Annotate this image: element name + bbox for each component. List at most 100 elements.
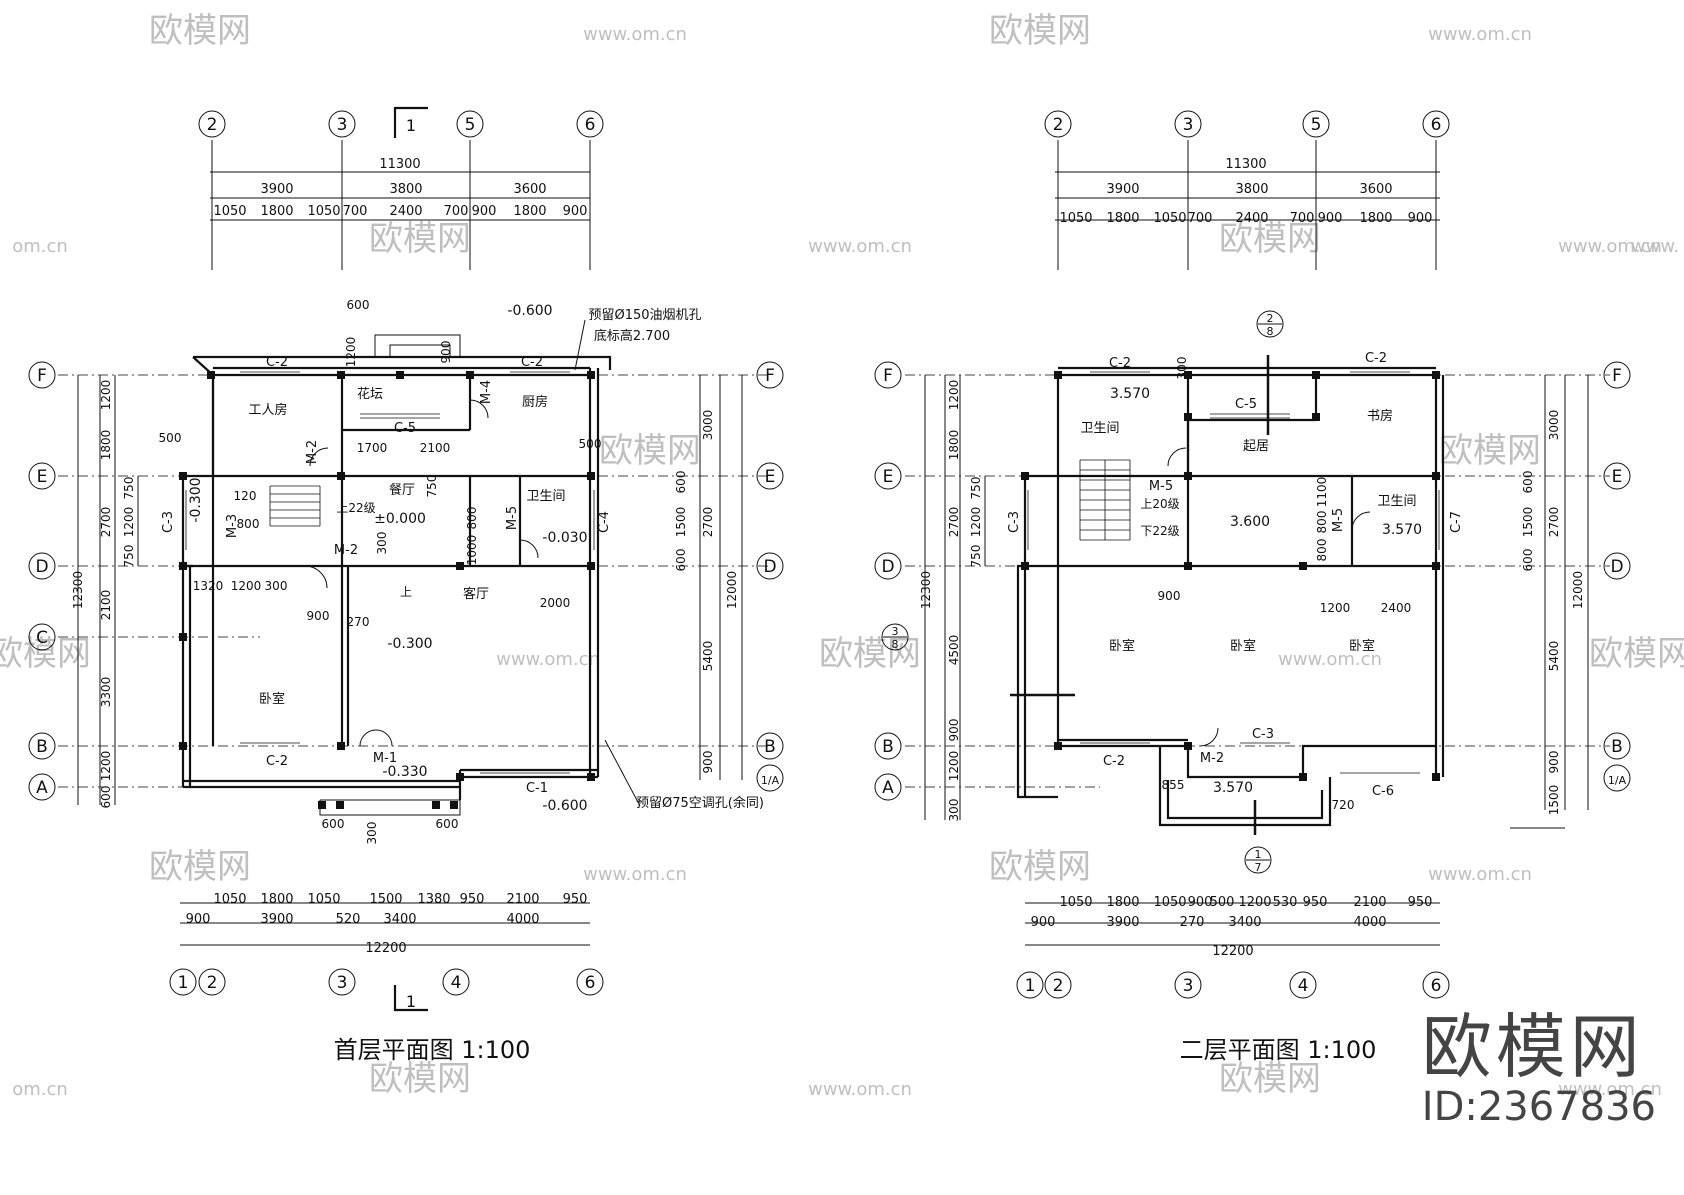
plan-title: 二层平面图 1:100	[1180, 1036, 1377, 1064]
row-axis-bubble: D	[874, 552, 902, 580]
level-label: -0.300	[387, 636, 432, 652]
opening-label: C-2	[266, 355, 288, 370]
dim-total: 11300	[379, 157, 420, 172]
row-axis-bubble: C	[28, 623, 56, 651]
axis-bubble-label: 1	[1025, 976, 1036, 996]
watermark-logo: 欧模网	[1219, 219, 1321, 259]
row-axis-bubble: F	[756, 361, 784, 389]
opening-label: C-3	[1007, 511, 1022, 533]
opening-label: C-7	[1449, 511, 1464, 533]
opening-label: C-2	[1103, 754, 1125, 769]
dim-text: 300	[1175, 357, 1189, 380]
dim-text: 3800	[1235, 182, 1268, 197]
axis-bubble-label: 2	[207, 115, 218, 135]
axis-bubble-label: 2	[1053, 976, 1064, 996]
dim-text: 300	[265, 579, 288, 593]
dim-text: 120	[234, 489, 257, 503]
dim-text: 1200	[1238, 895, 1271, 910]
dim-text: 2400	[1235, 211, 1268, 226]
opening-label: M-3	[225, 514, 240, 538]
level-label: 3.570	[1110, 386, 1150, 402]
watermark-logo: 欧模网	[1219, 1059, 1321, 1099]
dim-text: 2700	[99, 507, 113, 538]
brand-logo-text: 欧模网	[1421, 1006, 1644, 1088]
dim-text: 270	[1180, 915, 1205, 930]
watermark-logo: 欧模网	[989, 847, 1091, 887]
axis-bubble-label: 6	[585, 115, 596, 135]
dim-text: 1050	[1059, 211, 1092, 226]
dim-text: 1800	[947, 430, 961, 461]
dim-text: 950	[563, 892, 588, 907]
watermark-logo: 欧模网	[1439, 431, 1541, 471]
detail-index-mark-bottom: 8	[892, 638, 899, 651]
row-axis-bubble-label: B	[764, 737, 776, 757]
first-floor-plan	[58, 106, 768, 1012]
dim-text: 1800	[260, 204, 293, 219]
opening-label: C-6	[1372, 784, 1394, 799]
watermark-logo: 欧模网	[989, 11, 1091, 51]
axis-bubble-label: 3	[337, 115, 348, 135]
dim-text: 3600	[513, 182, 546, 197]
level-label: 3.600	[1230, 514, 1270, 530]
opening-label: M-4	[479, 380, 494, 404]
dim-text: 600	[1521, 471, 1535, 494]
axis-bubble-label: 6	[1431, 115, 1442, 135]
watermark-site: www.om.cn	[808, 236, 912, 257]
dim-total: 12300	[919, 571, 933, 609]
detail-index-mark-top: 2	[1267, 312, 1274, 325]
level-label: -0.600	[542, 798, 587, 814]
dim-text: 4000	[506, 912, 539, 927]
dim-text: 700	[444, 204, 469, 219]
note-text: 预留Ø75空调孔(余同)	[636, 795, 764, 811]
dim-text: 2000	[540, 596, 571, 610]
room-label: 卫生间	[1080, 421, 1119, 436]
detail-index-mark: 17	[1244, 846, 1272, 874]
dim-text: 900	[1408, 211, 1433, 226]
axis-bubble: 6	[576, 110, 604, 138]
dim-text: 500	[1210, 895, 1235, 910]
dim-text: 900	[1158, 589, 1181, 603]
watermark-site: www.om.cn	[583, 864, 687, 885]
dim-text: 270	[347, 615, 370, 629]
watermark-site: www.om.cn	[808, 1079, 912, 1100]
opening-label: C-5	[394, 421, 416, 436]
row-axis-bubble: E	[28, 462, 56, 490]
opening-label: M-2	[1200, 751, 1224, 766]
room-label: 卧室	[1349, 638, 1375, 654]
dim-text: 700	[343, 204, 368, 219]
plan-title: 首层平面图 1:100	[334, 1036, 531, 1064]
row-axis-bubble: A	[874, 773, 902, 801]
dim-text: 1500	[1521, 507, 1535, 538]
dim-text: 900	[186, 912, 211, 927]
row-axis-bubble: 1/A	[1603, 764, 1631, 792]
row-axis-bubble-label: C	[36, 628, 48, 648]
dim-total: 12000	[1571, 571, 1585, 609]
level-label: 3.570	[1382, 522, 1422, 538]
dim-text: 1050	[213, 892, 246, 907]
dim-text: 1200	[947, 751, 961, 782]
opening-label: C-5	[1235, 397, 1257, 412]
dim-text: 900	[701, 751, 715, 774]
dim-text: 1050	[213, 204, 246, 219]
dim-text: 2700	[701, 507, 715, 538]
dim-text: 950	[1408, 895, 1433, 910]
dim-text: 800	[237, 517, 260, 531]
room-label: 厨房	[522, 394, 548, 410]
axis-bubble: 5	[1302, 110, 1330, 138]
dim-text: 1200	[947, 380, 961, 411]
dim-text: 下22级	[1140, 524, 1179, 538]
dim-text: 1200	[344, 337, 358, 368]
axis-bubble-label: 6	[585, 973, 596, 993]
dim-text: 上20级	[1140, 497, 1179, 511]
axis-bubble-label: 3	[1183, 115, 1194, 135]
dim-text: 800	[465, 507, 479, 530]
dim-total: 12300	[71, 571, 85, 609]
dim-text: 950	[460, 892, 485, 907]
dim-text: 1200	[1320, 601, 1351, 615]
axis-bubble-label: 5	[465, 115, 476, 135]
dim-text: 1050	[1153, 211, 1186, 226]
dim-text: 4500	[947, 635, 961, 666]
dim-text: 2400	[389, 204, 422, 219]
dim-text: 900	[307, 609, 330, 623]
dim-text: 1500	[1547, 785, 1561, 816]
